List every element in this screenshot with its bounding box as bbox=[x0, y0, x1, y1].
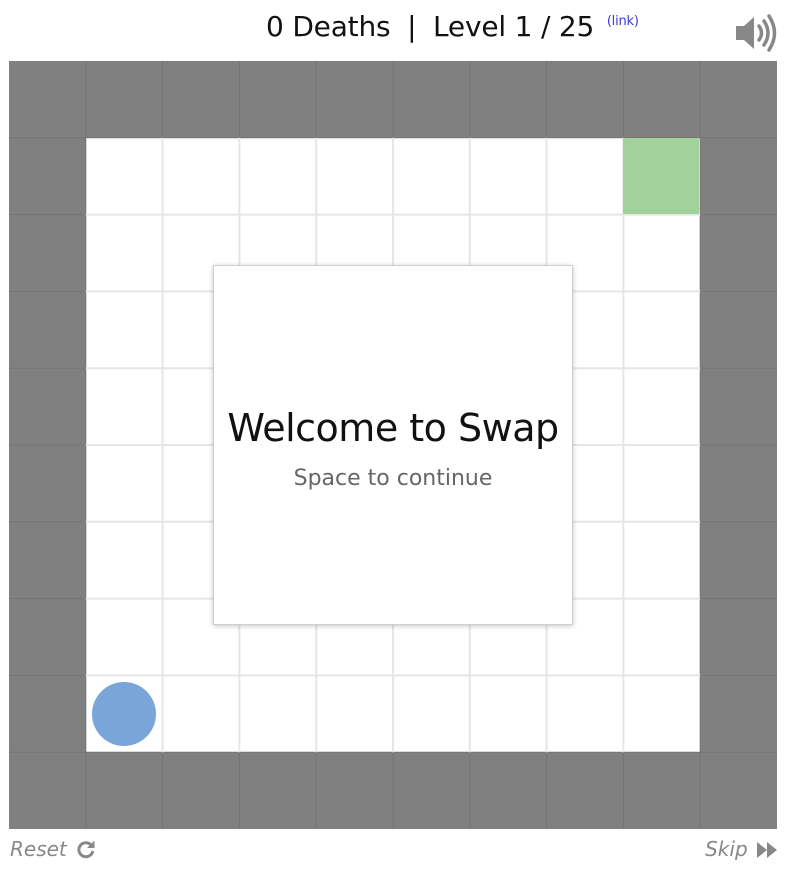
status-separator: | bbox=[407, 10, 417, 43]
status-line: 0 Deaths | Level 1 / 25 (link) bbox=[266, 10, 639, 43]
skip-button[interactable]: Skip bbox=[705, 837, 777, 861]
header-bar: 0 Deaths | Level 1 / 25 (link) bbox=[0, 0, 809, 58]
refresh-icon bbox=[77, 840, 95, 859]
sound-toggle-button[interactable] bbox=[734, 13, 778, 53]
fast-forward-icon bbox=[757, 842, 777, 858]
dialog-title: Welcome to Swap bbox=[227, 406, 559, 450]
game-board[interactable]: Welcome to Swap Space to continue bbox=[9, 61, 777, 829]
level-indicator: Level 1 / 25 bbox=[433, 10, 595, 43]
skip-label: Skip bbox=[705, 837, 748, 861]
speaker-volume-icon bbox=[736, 14, 777, 52]
welcome-dialog[interactable]: Welcome to Swap Space to continue bbox=[213, 265, 573, 625]
deaths-counter: 0 Deaths bbox=[266, 10, 391, 43]
reset-label: Reset bbox=[10, 837, 67, 861]
dialog-subtitle: Space to continue bbox=[293, 466, 493, 491]
reset-button[interactable]: Reset bbox=[10, 837, 96, 861]
goal-tile bbox=[623, 138, 699, 214]
level-link[interactable]: (link) bbox=[606, 14, 639, 29]
player-ball bbox=[92, 682, 156, 746]
